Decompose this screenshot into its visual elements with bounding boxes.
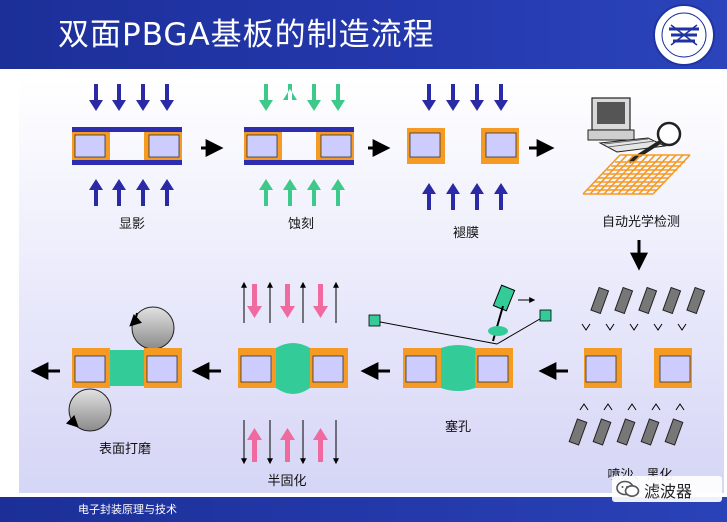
- photoresist-bottom: [72, 160, 182, 165]
- footer-course-title: 电子封装原理与技术: [78, 503, 177, 516]
- etch-arrows-up: [259, 179, 345, 206]
- step-label-plug: 塞孔: [444, 420, 472, 435]
- squeegee-icon: [488, 284, 516, 342]
- title-bar: [0, 0, 727, 69]
- develop-arrows-up: [89, 179, 174, 206]
- semicure-stage: [238, 281, 348, 465]
- spray-nozzles-bottom: [568, 403, 685, 446]
- cure-arrows-down: [241, 281, 339, 323]
- cure-arrows-up: [241, 420, 339, 465]
- wechat-icon: [616, 480, 640, 497]
- etch-arrows-down: [259, 84, 345, 111]
- grinding-roller-top: [129, 306, 175, 350]
- plug-stage: [368, 284, 552, 391]
- step-label-develop: 显影: [118, 217, 146, 232]
- magnifier-icon: [627, 121, 682, 164]
- strip-arrows-up: [422, 183, 508, 210]
- spray-nozzles-top: [581, 286, 706, 331]
- page-title: 双面PBGA基板的制造流程: [58, 17, 435, 53]
- step-label-semicure: 半固化: [267, 474, 307, 489]
- wechat-watermark: 滤波器: [612, 476, 722, 502]
- squeegee-end-left: [368, 314, 381, 327]
- process-diagram-canvas: [19, 79, 724, 493]
- step-label-etch: 蚀刻: [287, 217, 315, 232]
- footer-bar: [0, 497, 727, 522]
- blacken-stage: [568, 286, 706, 446]
- squeegee-end-right: [539, 309, 552, 322]
- watermark-text: 滤波器: [644, 482, 693, 501]
- strip-arrows-down: [422, 84, 508, 111]
- grind-stage: [65, 306, 182, 432]
- step-label-strip: 褪膜: [452, 226, 480, 241]
- develop-arrows-down: [89, 84, 174, 111]
- develop-stage: [72, 84, 182, 206]
- university-logo-icon: [653, 4, 715, 66]
- circuit-board: [582, 154, 691, 195]
- strip-stage: [407, 84, 519, 210]
- process-diagram: [19, 79, 724, 493]
- step-label-aoi: 自动光学检测: [601, 215, 681, 230]
- computer-icon: [587, 97, 667, 153]
- step-label-grind: 表面打磨: [98, 442, 152, 457]
- aoi-stage: [582, 97, 691, 195]
- grinding-roller-bottom: [65, 388, 112, 432]
- photoresist-top: [72, 127, 182, 132]
- etch-stage: [244, 84, 354, 206]
